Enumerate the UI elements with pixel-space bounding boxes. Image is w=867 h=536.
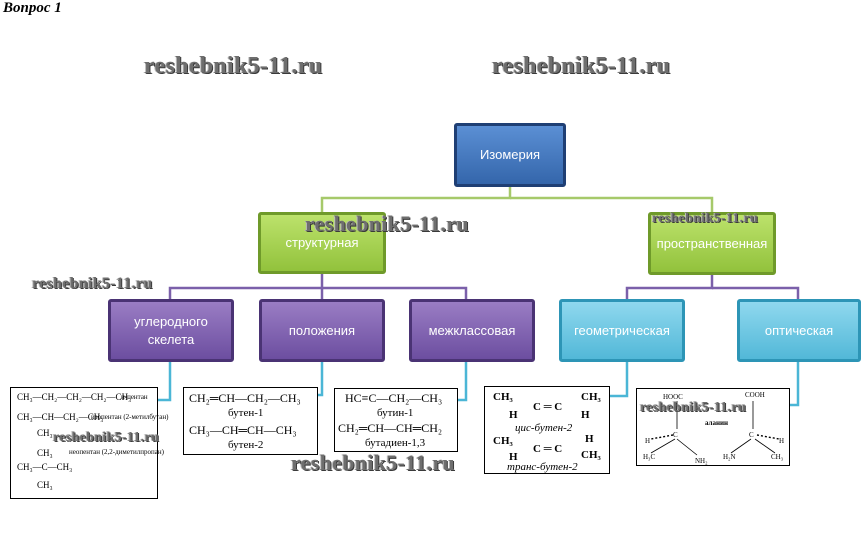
node-geometric-label: геометрическая	[574, 322, 670, 338]
node-structural: структурная	[258, 212, 386, 274]
example-geometric: CH₃ CH₃ C ═ C H H цис-бутен-2 CH₃ H C ═ …	[484, 386, 610, 474]
alanine-nh2-left: NH₂	[695, 457, 708, 465]
cis-h-left: H	[509, 409, 518, 421]
node-spatial-label: пространственная	[656, 235, 768, 251]
watermark-5: reshebnik5-11.ru	[32, 275, 153, 292]
alanine-ch3-left: H₃C	[643, 453, 656, 461]
cis-butene-name: цис-бутен-2	[515, 422, 573, 434]
watermark-3: reshebnik5-11.ru	[305, 211, 469, 236]
butyne-1-name: бутин-1	[377, 407, 414, 419]
watermark-7: reshebnik5-11.ru	[291, 450, 455, 475]
node-interclass-label: межклассовая	[428, 322, 516, 338]
isopentane-name: изопентан (2-метилбутан)	[91, 413, 169, 421]
alanine-cooh: COOH	[745, 391, 765, 399]
alanine-ch3-right: CH₃	[771, 453, 784, 461]
node-isomerism: Изомерия	[454, 123, 566, 187]
butene-2-formula: CH₃—CH═CH—CH₃	[189, 423, 297, 437]
alanine-bonds	[650, 401, 780, 456]
node-optical-label: оптическая	[764, 322, 834, 338]
example-optical: HOOC COOH аланин C C H H H₃C NH₂ H₂N CH₃	[636, 388, 790, 466]
node-position: положения	[259, 299, 385, 362]
neopentane-top: CH₃	[37, 448, 53, 458]
alanine-c-right: C	[749, 431, 754, 439]
watermark-4: reshebnik5-11.ru	[652, 211, 759, 226]
example-interclass: HC≡C—CH₂—CH₃ бутин-1 CH₂═CH—CH═CH₂ бутад…	[334, 388, 458, 452]
node-position-label: положения	[288, 322, 356, 338]
node-interclass: межклассовая	[409, 299, 535, 362]
alanine-name: аланин	[705, 419, 729, 427]
example-position: CH₂═CH—CH₂—CH₃ бутен-1 CH₃—CH═CH—CH₃ бут…	[183, 387, 318, 455]
watermark-1: reshebnik5-11.ru	[144, 53, 323, 79]
neopentane-name: неопентан (2,2-диметилпропан)	[69, 448, 164, 456]
isopentane-branch: CH₃	[37, 428, 53, 438]
node-geometric: геометрическая	[559, 299, 685, 362]
node-optical: оптическая	[737, 299, 861, 362]
watermark-6: reshebnik5-11.ru	[53, 430, 160, 445]
watermark-8: reshebnik5-11.ru	[640, 400, 747, 415]
trans-h-left: H	[509, 451, 518, 463]
alanine-c-left: C	[673, 431, 678, 439]
butene-1-formula: CH₂═CH—CH₂—CH₃	[189, 391, 301, 405]
butadiene-name: бутадиен-1,3	[365, 437, 426, 449]
node-isomerism-label: Изомерия	[479, 147, 541, 162]
butyne-1-formula: HC≡C—CH₂—CH₃	[345, 391, 443, 405]
node-carbon-skeleton: углеродного скелета	[108, 299, 234, 362]
alanine-hooc: HOOC	[663, 393, 683, 401]
pentane-name: н-пентан	[121, 393, 148, 401]
watermark-2: reshebnik5-11.ru	[492, 53, 671, 79]
cis-ch3-right: CH₃	[581, 391, 601, 403]
alanine-h-right: H	[779, 437, 785, 445]
trans-ch3-right: CH₃	[581, 449, 601, 461]
trans-h-right-top: H	[585, 433, 594, 445]
trans-ch3-left: CH₃	[493, 435, 513, 447]
question-heading: Вопрос 1	[3, 0, 62, 16]
cis-ch3-left: CH₃	[493, 391, 513, 403]
butene-1-name: бутен-1	[228, 407, 264, 419]
butadiene-formula: CH₂═CH—CH═CH₂	[338, 421, 443, 435]
cis-h-right: H	[581, 409, 590, 421]
neopentane-bottom: CH₃	[37, 480, 53, 490]
isopentane-formula: CH₃—CH—CH₂—CH₃	[17, 412, 104, 422]
node-structural-label: структурная	[285, 235, 359, 250]
node-carbon-skeleton-label: углеродного скелета	[134, 313, 208, 347]
neopentane-formula: CH₃—C—CH₃	[17, 462, 73, 472]
alanine-h-left: H	[645, 437, 651, 445]
cis-double-bond: C ═ C	[533, 401, 563, 413]
node-spatial: пространственная	[648, 212, 776, 275]
pentane-formula: CH₃—CH₂—CH₂—CH₂—CH₃	[17, 392, 132, 402]
butene-2-name: бутен-2	[228, 439, 264, 451]
trans-butene-name: транс-бутен-2	[507, 461, 578, 473]
alanine-h2n-right: H₂N	[723, 453, 736, 461]
trans-double-bond: C ═ C	[533, 443, 563, 455]
example-carbon-skeleton: CH₃—CH₂—CH₂—CH₂—CH₃ н-пентан CH₃—CH—CH₂—…	[10, 387, 168, 499]
